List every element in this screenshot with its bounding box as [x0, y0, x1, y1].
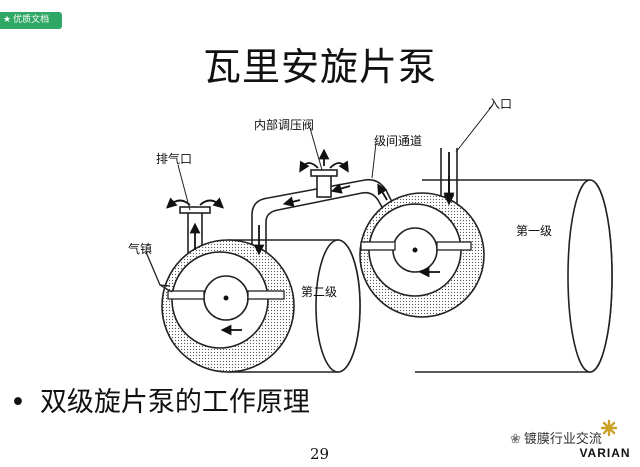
label-interstage: 级间通道 [374, 134, 423, 148]
wechat-watermark: ❀镀膜行业交流 [510, 428, 602, 447]
varian-star-icon [600, 419, 618, 437]
label-stage-one: 第一级 [516, 224, 553, 238]
stage-two-pump-face [161, 239, 295, 373]
svg-text:VARIAN: VARIAN [579, 446, 630, 460]
slide-title: 瓦里安旋片泵 [202, 45, 437, 89]
stage-one-pump-face [359, 192, 485, 318]
page-number: 29 [310, 445, 330, 463]
label-internal-valve: 内部调压阀 [254, 118, 315, 132]
label-inlet: 入口 [488, 97, 513, 111]
wechat-icon: ❀ [510, 432, 521, 447]
label-stage-two: 第二级 [301, 285, 338, 299]
bullet-point: • 双级旋片泵的工作原理 [10, 380, 310, 419]
gas-ballast-line [145, 251, 173, 293]
quality-doc-badge: ★优质文档 [0, 12, 62, 29]
label-exhaust: 排气口 [156, 152, 193, 166]
label-gas-ballast: 气镇 [128, 242, 153, 256]
star-icon: ★ [3, 15, 12, 25]
badge-text: 优质文档 [13, 15, 50, 25]
bullet-text: 双级旋片泵的工作原理 [39, 387, 310, 418]
leader-lines [177, 105, 493, 211]
varian-logo: VARIAN [579, 419, 630, 460]
watermark-text: 镀膜行业交流 [523, 432, 602, 447]
internal-valve [310, 169, 338, 198]
bullet-marker: • [10, 387, 26, 418]
